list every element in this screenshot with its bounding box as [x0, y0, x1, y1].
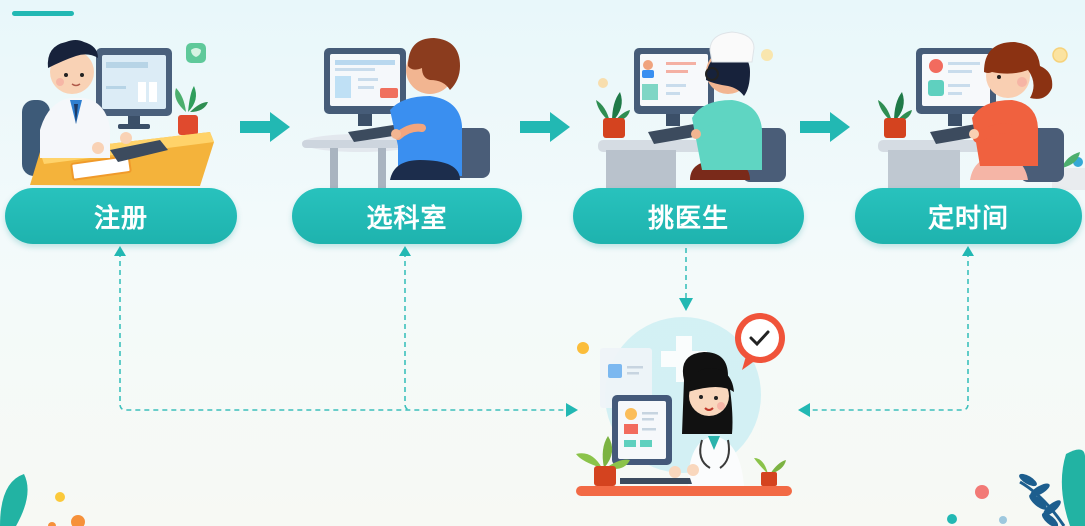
- leaf-decoration-bottom-right: [947, 449, 1085, 526]
- step-label: 注册: [93, 203, 148, 234]
- arrowhead-left-icon: [798, 403, 810, 417]
- step-label: 选科室: [366, 203, 448, 234]
- doctor-registering-illustration: [22, 40, 214, 186]
- step-pill-choose-doctor: 挑医生: [573, 188, 804, 244]
- arrowhead-up-icon: [114, 246, 126, 256]
- user-selecting-doctor-illustration: [596, 31, 786, 188]
- accent-bar: [12, 11, 74, 16]
- arrowhead-right-icon: [566, 403, 578, 417]
- arrowhead-down-icon: [679, 298, 693, 311]
- step-pill-register: 注册: [5, 188, 237, 244]
- doctor-center-illustration: [576, 313, 792, 496]
- step-choose-doctor: 挑医生: [570, 0, 810, 250]
- flow-arrow-right-icon: [800, 112, 850, 142]
- step-pill-choose-department: 选科室: [292, 188, 522, 244]
- step-pill-set-time: 定时间: [855, 188, 1082, 244]
- step-label: 定时间: [927, 203, 1009, 234]
- arrowhead-up-icon: [399, 246, 411, 256]
- flow-arrow-right-icon: [520, 112, 570, 142]
- patient-choosing-department-illustration: [302, 38, 490, 188]
- step-set-time: 定时间: [852, 0, 1085, 250]
- connector-register: [119, 252, 568, 411]
- leaf-decoration-bottom-left: [0, 474, 85, 526]
- connector-set-time: [808, 252, 969, 411]
- arrowhead-up-icon: [962, 246, 974, 256]
- decor-dot: [577, 342, 589, 354]
- flow-arrow-right-icon: [240, 112, 290, 142]
- woman-scheduling-illustration: [878, 42, 1085, 190]
- step-choose-department: 选科室: [290, 0, 530, 250]
- step-label: 挑医生: [647, 203, 729, 234]
- step-register: 注册: [0, 0, 240, 250]
- clock-check-icon: [735, 313, 785, 370]
